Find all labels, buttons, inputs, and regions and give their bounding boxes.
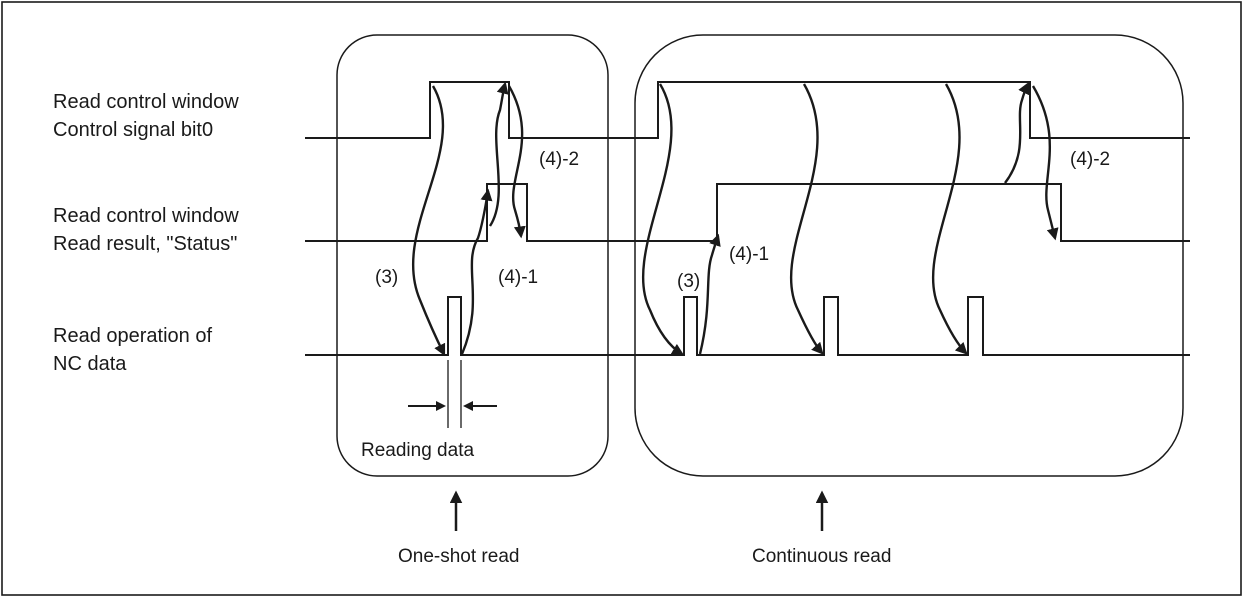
signal-label-control-bit0: Read control window Control signal bit0 xyxy=(53,91,239,141)
annotation-continuous-3: (3) xyxy=(677,271,700,292)
caption-continuous-read: Continuous read xyxy=(752,546,891,567)
annotation-one-shot-3: (3) xyxy=(375,267,398,288)
curve-one-shot-3 xyxy=(411,85,446,357)
signal-label-control-bit0-line1: Read control window xyxy=(53,91,239,113)
curve-continuous-3 xyxy=(641,83,685,356)
annotation-continuous-4-1: (4)-1 xyxy=(729,244,769,265)
annotation-one-shot-4-1: (4)-1 xyxy=(498,267,538,288)
reading-data-label: Reading data xyxy=(361,440,474,461)
waveform-nc-read xyxy=(305,296,1190,356)
curve-continuous-4-2 xyxy=(1031,85,1059,241)
curve-continuous-cycle-3 xyxy=(931,83,968,355)
signal-label-read-status-line2: Read result, "Status" xyxy=(53,233,237,255)
waveform-read-status xyxy=(305,183,1190,242)
annotation-continuous-4-2: (4)-2 xyxy=(1070,149,1110,170)
continuous-read-box xyxy=(634,34,1184,477)
caption-one-shot-read: One-shot read xyxy=(398,546,519,567)
signal-label-nc-read-line2: NC data xyxy=(53,353,127,375)
curve-one-shot-4-1 xyxy=(460,188,493,355)
signal-label-control-bit0-line2: Control signal bit0 xyxy=(53,119,213,141)
curve-one-shot-4-2 xyxy=(507,85,526,239)
curve-one-shot-4-1-to-bit0 xyxy=(488,81,509,227)
one-shot-read-box xyxy=(336,34,609,477)
signal-label-nc-read: Read operation of NC data xyxy=(53,325,212,375)
waveform-control-bit0 xyxy=(305,81,1190,139)
signal-label-read-status: Read control window Read result, "Status… xyxy=(53,205,239,255)
curve-continuous-4-1 xyxy=(698,233,721,355)
curve-continuous-cycle-2 xyxy=(789,83,824,355)
signal-label-nc-read-line1: Read operation of xyxy=(53,325,212,347)
annotation-one-shot-4-2: (4)-2 xyxy=(539,149,579,170)
curve-continuous-status-to-bit0 xyxy=(1004,81,1030,184)
signal-label-read-status-line1: Read control window xyxy=(53,205,239,227)
